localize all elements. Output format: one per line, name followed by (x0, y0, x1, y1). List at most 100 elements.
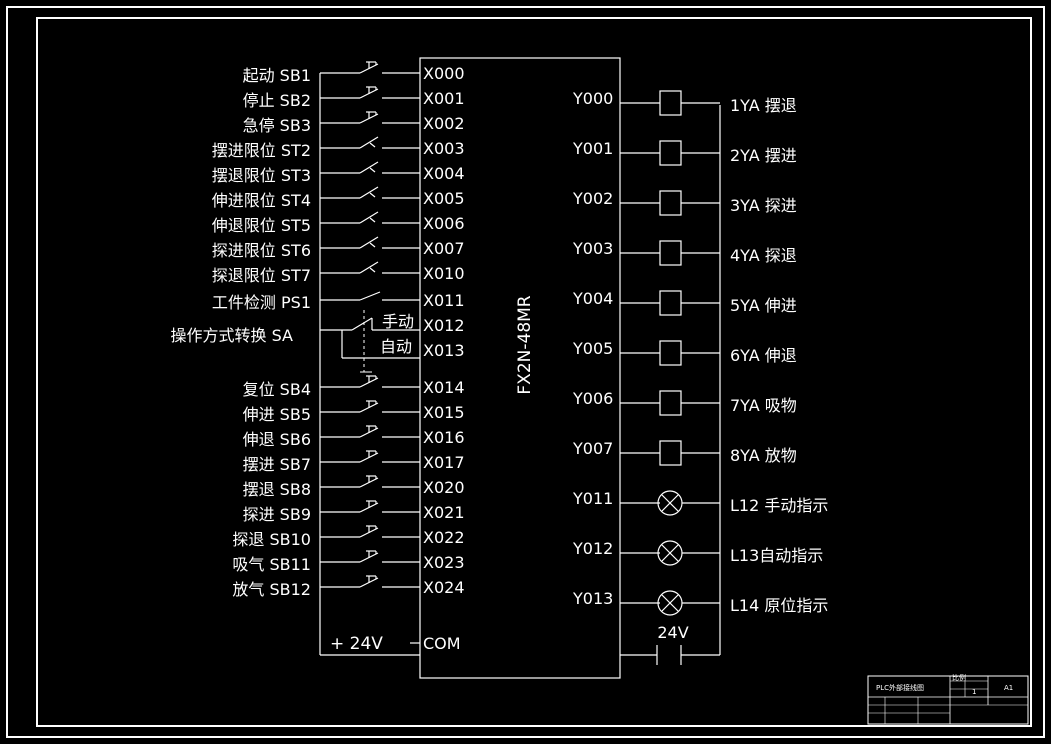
output-label: 6YA 伸退 (730, 346, 797, 365)
output-terminal: Y001 (572, 139, 613, 158)
limit-switch-actuator (369, 192, 376, 198)
input-terminal: X023 (423, 553, 465, 572)
input-row: 复位 SB4 X014 (243, 375, 465, 399)
limit-switch-contact (359, 236, 379, 249)
input-row: 摆进 SB7 X017 (243, 450, 465, 474)
input-label: 摆进限位 ST2 (212, 141, 311, 160)
selector-manual-terminal: X012 (423, 316, 465, 335)
limit-switch-actuator (369, 242, 376, 248)
input-terminal: X011 (423, 291, 465, 310)
limit-switch-contact (359, 261, 379, 274)
output-terminal: Y007 (572, 439, 613, 458)
output-row: Y005 6YA 伸退 (572, 339, 797, 366)
output-label: L13自动指示 (730, 546, 823, 565)
lamp-cross (661, 594, 679, 612)
output-label: 5YA 伸进 (730, 296, 797, 315)
input-row: 急停 SB3 X002 (243, 111, 465, 135)
input-terminal: X017 (423, 453, 465, 472)
input-terminal: X002 (423, 114, 465, 133)
input-terminal: X003 (423, 139, 465, 158)
output-row: Y012 L13自动指示 (572, 539, 823, 566)
lamp-cross (661, 494, 679, 512)
title-block-frame (867, 675, 1029, 725)
output-label: 4YA 探退 (730, 246, 797, 265)
input-label: 探退 SB10 (232, 530, 311, 549)
selector-label: 操作方式转换 SA (171, 326, 294, 345)
input-row: 放气 SB12 X024 (232, 575, 465, 599)
output-terminal: Y006 (572, 389, 613, 408)
solenoid-coil (659, 290, 682, 316)
solenoid-coil (659, 440, 682, 466)
solenoid-coil (659, 140, 682, 166)
input-label: 摆进 SB7 (243, 455, 311, 474)
input-terminal: X014 (423, 378, 465, 397)
input-terminal: X021 (423, 503, 465, 522)
output-label: L12 手动指示 (730, 496, 828, 515)
input-label: 急停 SB3 (243, 116, 311, 135)
limit-switch-contact (359, 211, 379, 224)
input-terminal: X022 (423, 528, 465, 547)
output-label: 8YA 放物 (730, 446, 797, 465)
selector-manual-arm (351, 317, 373, 331)
input-label: 探进限位 ST6 (212, 241, 311, 260)
input-terminal: X005 (423, 189, 465, 208)
output-row: Y013 L14 原位指示 (572, 589, 828, 616)
input-label: 放气 SB12 (232, 580, 311, 599)
input-label: 摆退限位 ST3 (212, 166, 311, 185)
input-terminal: X024 (423, 578, 465, 597)
input-terminal: X001 (423, 89, 465, 108)
output-supply-label: 24V (657, 623, 688, 642)
input-row: 探进 SB9 X021 (243, 500, 465, 524)
input-label: 吸气 SB11 (232, 555, 311, 574)
output-terminal: Y005 (572, 339, 613, 358)
output-label: L14 原位指示 (730, 596, 828, 615)
output-terminal: Y012 (572, 539, 613, 558)
input-label: 伸退 SB6 (243, 430, 311, 449)
input-label: 工件检测 PS1 (212, 293, 311, 312)
output-terminal: Y003 (572, 239, 613, 258)
input-supply-label: + 24V (330, 634, 383, 654)
input-row: 吸气 SB11 X023 (232, 550, 465, 574)
plc-body (419, 57, 621, 679)
title-block-cell: 比例 (952, 673, 966, 682)
output-row: Y003 4YA 探退 (572, 239, 797, 266)
input-terminal: X000 (423, 64, 465, 83)
input-terminal: X006 (423, 214, 465, 233)
inner-frame (36, 17, 1032, 727)
solenoid-coil (659, 340, 682, 366)
output-row: Y007 8YA 放物 (572, 439, 797, 466)
plc-model-label: FX2N-48MR (515, 295, 535, 394)
output-terminal: Y013 (572, 589, 613, 608)
output-label: 7YA 吸物 (730, 396, 797, 415)
selector-manual-label: 手动 (382, 312, 414, 331)
title-block-sheet: A1 (1004, 684, 1013, 692)
input-terminal: X020 (423, 478, 465, 497)
output-terminal: Y011 (572, 489, 613, 508)
output-label: 1YA 摆退 (730, 96, 797, 115)
input-terminal: X007 (423, 239, 465, 258)
mode-selector-switch: 操作方式转换 SA 手动 自动 X012 X013 (171, 310, 465, 373)
input-label: 复位 SB4 (243, 380, 311, 399)
limit-switch-contact (359, 136, 379, 149)
limit-switch-contact (359, 186, 379, 199)
title-block-title: PLC外部接线图 (876, 683, 924, 692)
outer-frame (6, 6, 1045, 738)
output-row: Y011 L12 手动指示 (572, 489, 828, 516)
output-label: 3YA 探进 (730, 196, 797, 215)
solenoid-coil (659, 390, 682, 416)
input-label: 探进 SB9 (243, 505, 311, 524)
input-row: 摆进限位 ST2 X003 (212, 136, 465, 160)
